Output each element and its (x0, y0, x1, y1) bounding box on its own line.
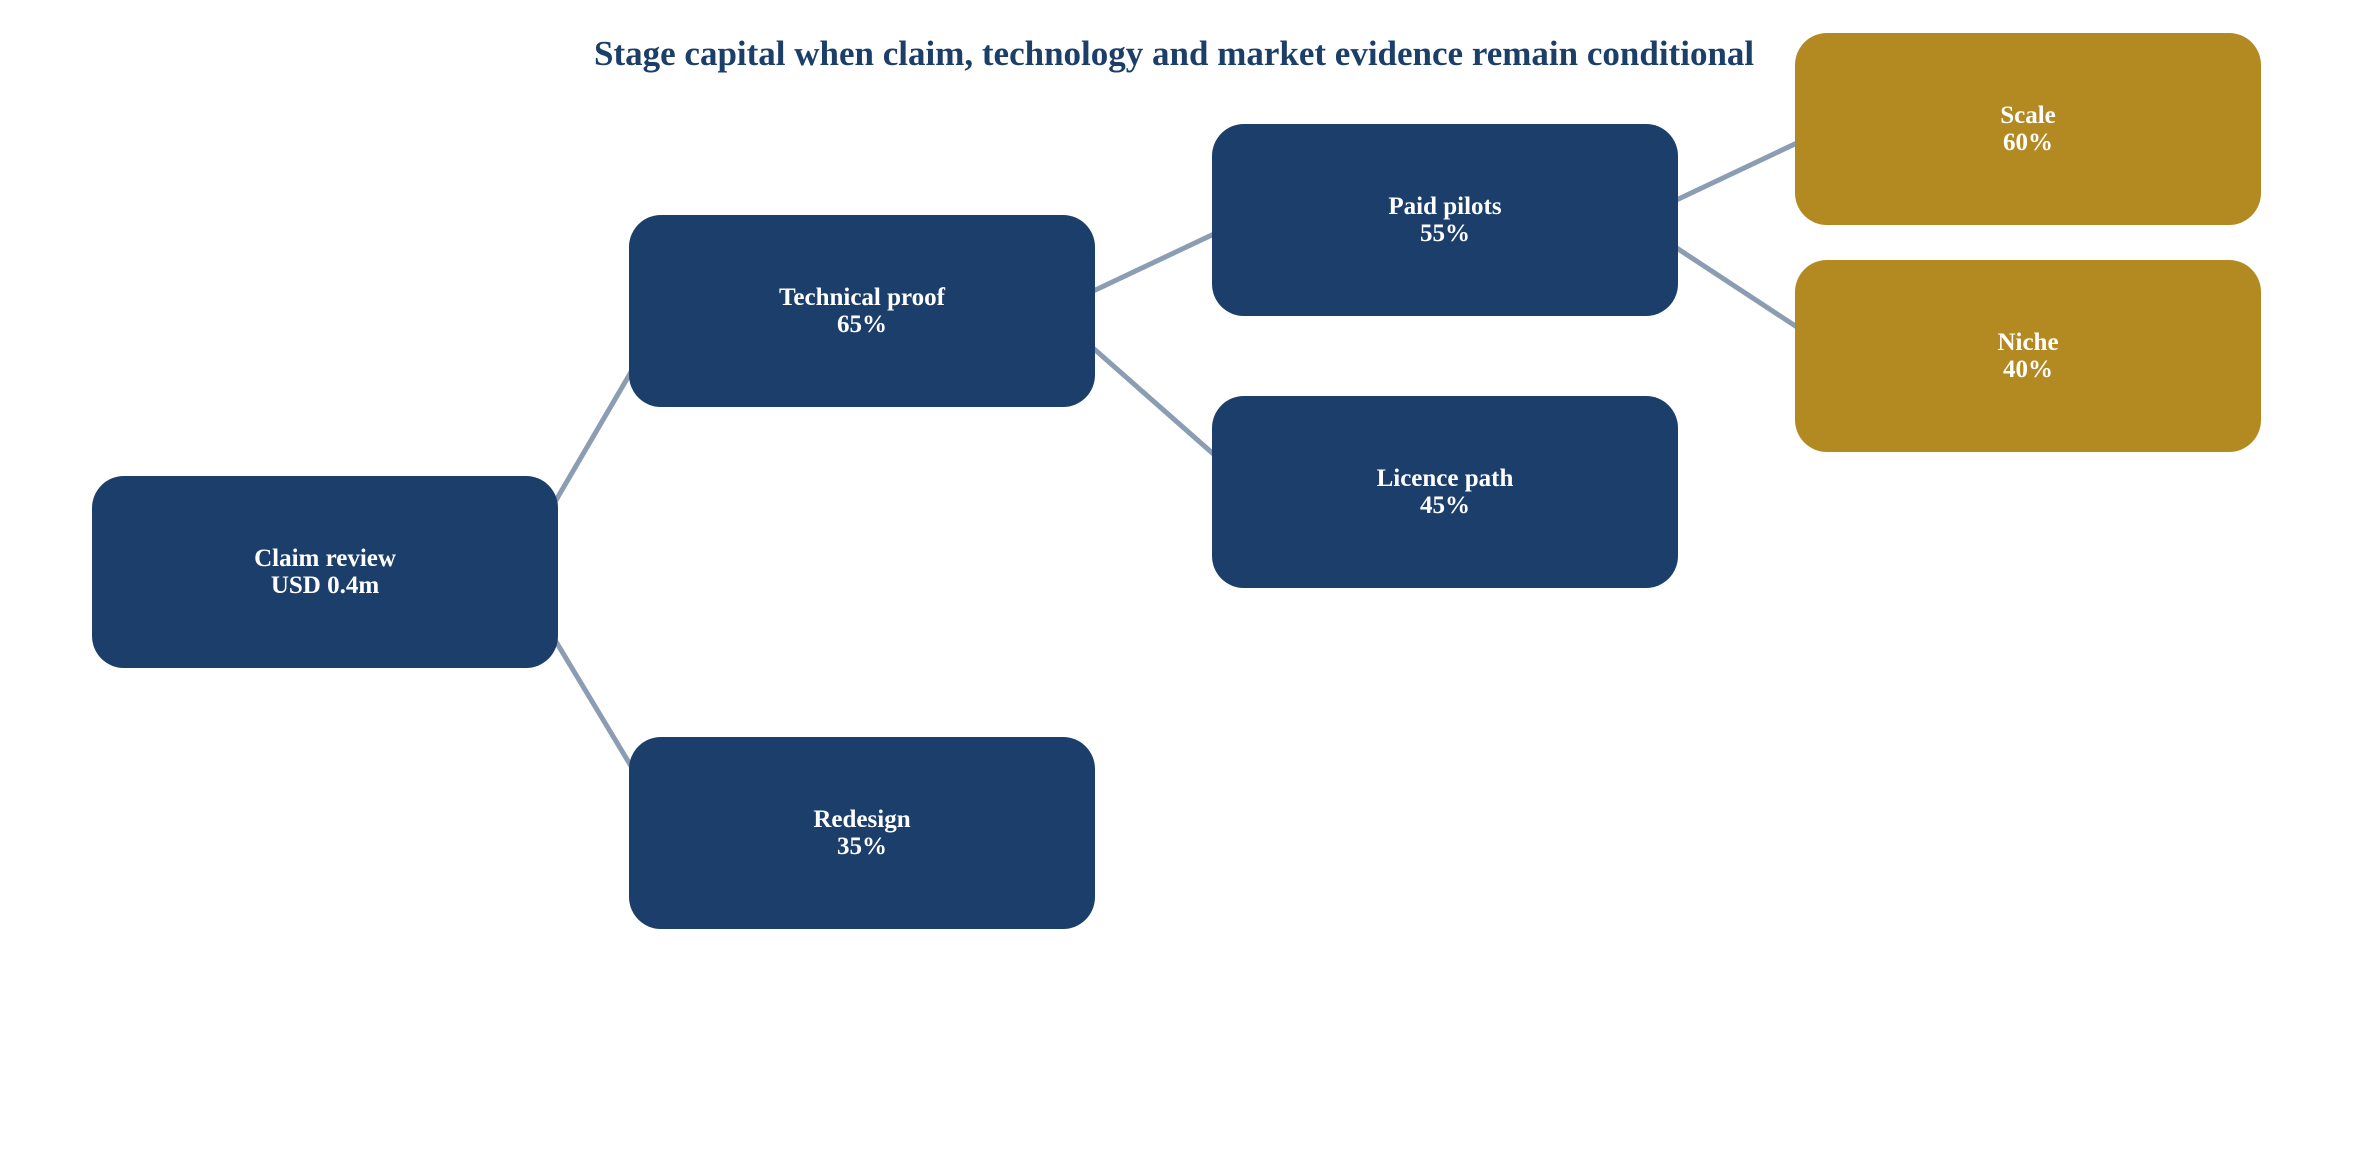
node-technical-proof-value: 65% (837, 311, 887, 338)
node-paid-pilots-value: 55% (1420, 220, 1470, 247)
node-redesign-value: 35% (837, 833, 887, 860)
node-scale-value: 60% (2003, 129, 2053, 156)
page-title: Stage capital when claim, technology and… (594, 34, 1755, 73)
node-paid-pilots-label: Paid pilots (1388, 193, 1502, 220)
node-technical-proof-label: Technical proof (779, 284, 945, 311)
node-niche-label: Niche (1997, 329, 2059, 356)
node-licence-path-value: 45% (1420, 492, 1470, 519)
node-licence-path: Licence path 45% (1212, 396, 1678, 588)
node-technical-proof: Technical proof 65% (629, 215, 1095, 407)
node-claim-review: Claim review USD 0.4m (92, 476, 558, 668)
node-scale-label: Scale (2000, 102, 2056, 129)
node-niche: Niche 40% (1795, 260, 2261, 452)
node-scale: Scale 60% (1795, 33, 2261, 225)
node-redesign: Redesign 35% (629, 737, 1095, 929)
node-claim-review-value: USD 0.4m (270, 572, 380, 599)
node-claim-review-label: Claim review (254, 545, 396, 572)
node-redesign-label: Redesign (813, 806, 911, 833)
node-paid-pilots: Paid pilots 55% (1212, 124, 1678, 316)
node-licence-path-label: Licence path (1376, 465, 1514, 492)
node-niche-value: 40% (2003, 356, 2053, 383)
